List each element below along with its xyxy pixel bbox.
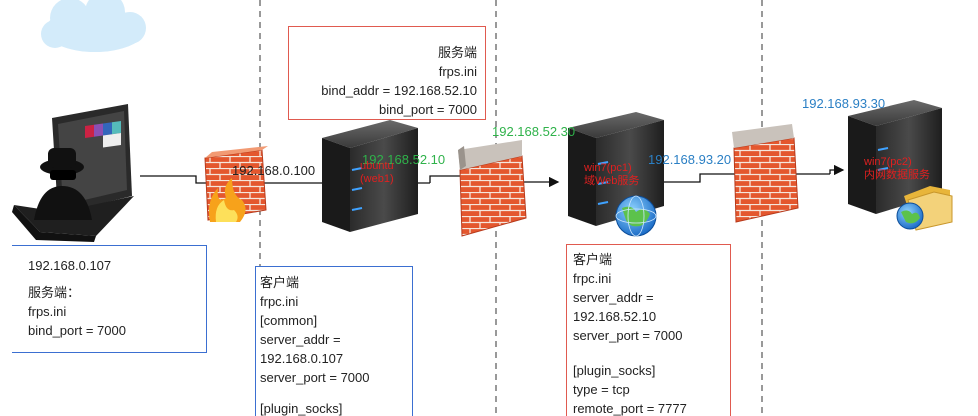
attacker-config-box: 192.168.0.107 服务端： frps.ini bind_port = … (12, 245, 207, 353)
config-line: [common] (260, 313, 318, 328)
win7-pc2-label-line-1: win7(pc2) (864, 156, 912, 168)
config-line: [plugin_socks] (260, 401, 343, 416)
config-line: remote_port = 7777 (573, 401, 687, 416)
attacker-laptop-icon (12, 104, 134, 242)
ip-kali-gateway: 192.168.0.100 (232, 163, 316, 178)
config-line: [plugin_socks] (573, 363, 656, 378)
link-win7-target-b (829, 164, 845, 176)
config-line: frps.ini (28, 304, 67, 319)
config-line: bind_port = 7000 (28, 323, 126, 338)
win7-pc1-label-line-1: win7(pc1) (584, 162, 632, 174)
config-line: server_port = 7000 (260, 370, 370, 385)
frpc-client-config-box-1: 客户端 frpc.ini [common] server_addr = 192.… (255, 266, 413, 416)
ubuntu-server-label: ubuntu (web1) (360, 160, 394, 186)
globe-small-icon (896, 202, 924, 230)
ip-ubuntu-52: 192.168.52.10 (362, 152, 446, 167)
firewall-1-icon (204, 146, 268, 222)
config-line: frpc.ini (260, 294, 299, 309)
frpc-client-config-box-2: 客户端 frpc.ini server_addr = 192.168.52.10… (566, 244, 731, 416)
link-kali-ubuntu (140, 175, 430, 184)
firewall-2-icon (458, 140, 527, 237)
ubuntu-label-line-2: (web1) (360, 173, 394, 185)
win7-pc1-label-line-2: 域Web服务 (584, 175, 640, 187)
ip-target-93: 192.168.93.30 (802, 96, 886, 111)
config-line: 192.168.52.10 (573, 309, 657, 324)
frps-server-config-box: 服务端 frps.ini bind_addr = 192.168.52.10 b… (288, 26, 486, 120)
win7-pc2-label-line-2: 内网数据服务 (864, 169, 930, 181)
config-line: 192.168.0.107 (260, 351, 344, 366)
ubuntu-server-icon (322, 120, 418, 232)
config-line: 服务端： (28, 285, 81, 300)
config-line (260, 387, 412, 399)
ubuntu-label-line-1: ubuntu (360, 160, 394, 172)
config-line (28, 275, 206, 283)
config-line: server_addr = (573, 290, 654, 305)
win7-pc1-server-label: win7(pc1) 域Web服务 (584, 162, 639, 188)
config-line: 客户端 (573, 252, 613, 267)
win7-pc2-server-label: win7(pc2) 内网数据服务 (864, 156, 930, 182)
config-line: 服务端 (437, 45, 477, 60)
win7-pc1-server-icon (568, 112, 664, 237)
firewall-3-icon (732, 124, 799, 223)
config-line: frps.ini (438, 64, 477, 79)
config-line: server_port = 7000 (573, 328, 683, 343)
globe-icon (615, 195, 657, 237)
config-line: 客户端 (260, 275, 300, 290)
config-line: server_addr = (260, 332, 341, 347)
cloud-icon (41, 0, 146, 52)
config-line: 192.168.0.107 (28, 258, 112, 273)
ip-win7-52: 192.168.52.30 (492, 124, 576, 139)
config-line (573, 345, 730, 361)
config-line: bind_addr = 192.168.52.10 (321, 83, 477, 98)
ip-win7-93: 192.168.93.20 (648, 152, 732, 167)
config-line: frpc.ini (573, 271, 612, 286)
config-line: type = tcp (573, 382, 630, 397)
config-line: bind_port = 7000 (379, 102, 477, 117)
win7-pc2-server-icon (848, 100, 953, 231)
